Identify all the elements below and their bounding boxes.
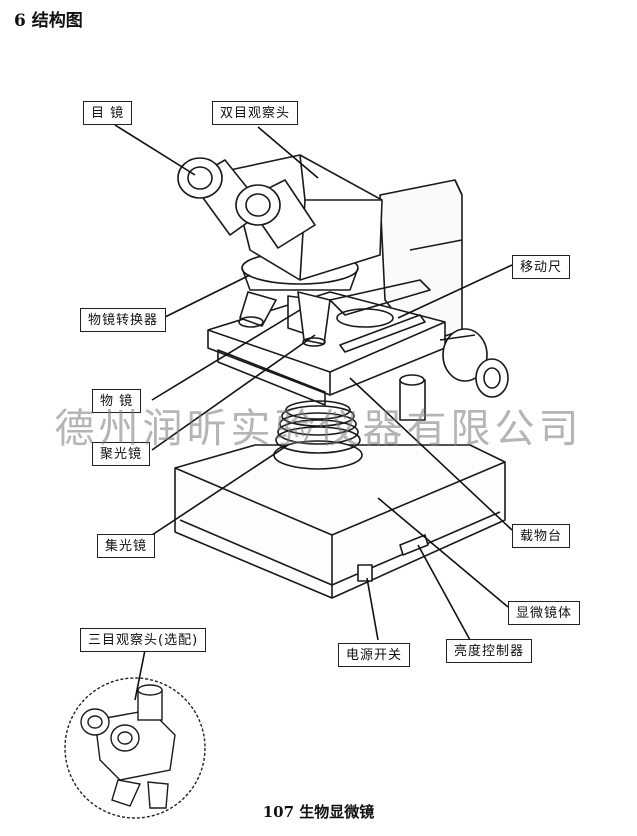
trinocular-inset xyxy=(64,677,206,819)
brightness-knob xyxy=(399,534,429,556)
collector-lens-rings xyxy=(275,400,361,454)
leader-lines xyxy=(114,124,513,701)
microscope-arm xyxy=(379,179,463,346)
page-heading: 6 结构图 xyxy=(14,11,83,31)
label-body: 显微镜体 xyxy=(508,601,581,625)
label-stage: 载物台 xyxy=(512,524,571,548)
label-nosepiece: 物镜转换器 xyxy=(80,308,167,332)
label-collector-lens: 集光镜 xyxy=(97,534,156,558)
microscope-base xyxy=(174,440,506,599)
label-condenser: 聚光镜 xyxy=(92,442,151,466)
label-binocular-head: 双目观察头 xyxy=(212,101,299,125)
filter-holder xyxy=(399,379,426,421)
label-objective: 物 镜 xyxy=(92,389,142,413)
label-mechanical-stage: 移动尺 xyxy=(512,255,571,279)
figure-caption: 107 生物显微镜 xyxy=(262,803,375,821)
label-eyepiece: 目 镜 xyxy=(83,101,133,125)
label-brightness-control: 亮度控制器 xyxy=(446,639,533,663)
eyepiece-tubes xyxy=(177,157,316,249)
label-trinocular-head: 三目观察头(选配) xyxy=(80,628,207,652)
power-switch xyxy=(357,564,373,582)
focus-knobs xyxy=(439,328,509,398)
label-power-switch: 电源开关 xyxy=(338,643,411,667)
